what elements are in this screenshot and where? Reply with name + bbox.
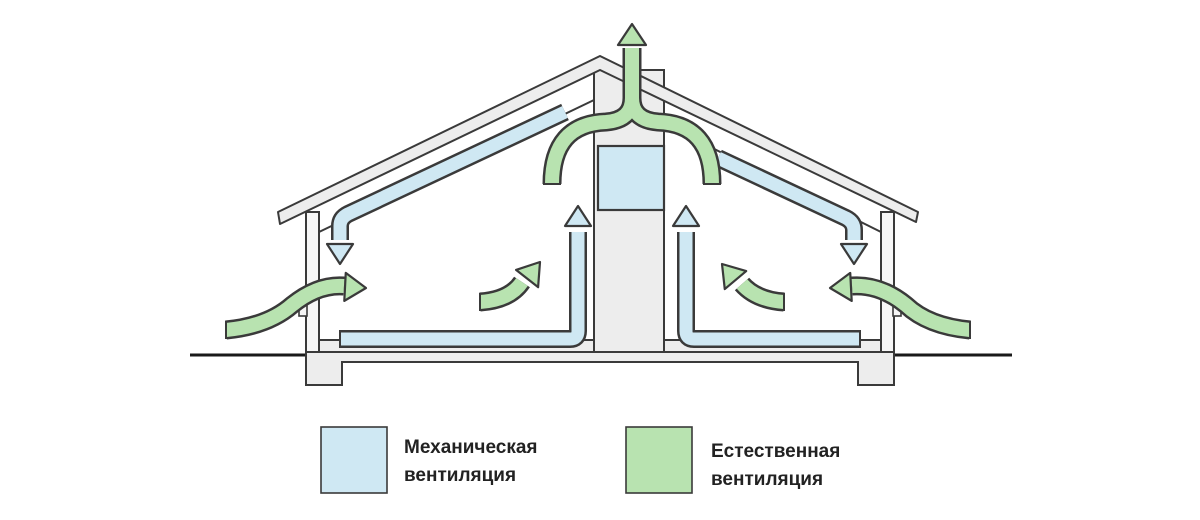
mech-arrowhead-right-roof [839, 242, 869, 266]
nat-arrowhead-inflow-left [343, 271, 368, 304]
mech-duct-left [340, 232, 587, 348]
nat-arrowhead-exhaust [616, 22, 648, 47]
mechanical-ventilation-flows [325, 103, 869, 348]
legend-swatch-mechanical [320, 426, 388, 494]
legend-label-mechanical-line1: Механическая [404, 437, 538, 458]
legend-swatch-natural [625, 426, 693, 494]
legend-label-natural-line2: вентиляция [711, 469, 823, 490]
nat-arrowhead-circulation-right [710, 253, 748, 291]
legend-item-natural: Естественная вентиляция [625, 426, 840, 494]
legend: Механическая вентиляция Естественная вен… [320, 426, 840, 494]
house-structure [190, 55, 1012, 386]
roof [277, 55, 919, 225]
legend-label-mechanical-line2: вентиляция [404, 465, 516, 486]
mech-arrowhead-left-roof [325, 242, 355, 266]
foundation [305, 351, 895, 386]
legend-label-natural-line1: Естественная [711, 441, 840, 462]
nat-arrowhead-inflow-right [828, 271, 853, 304]
legend-item-mechanical: Механическая вентиляция [320, 426, 538, 494]
attic-window [596, 144, 666, 212]
mech-arrowhead-right-riser [671, 204, 701, 228]
mech-arrowhead-left-riser [563, 204, 593, 228]
natural-ventilation-flows [224, 22, 972, 340]
